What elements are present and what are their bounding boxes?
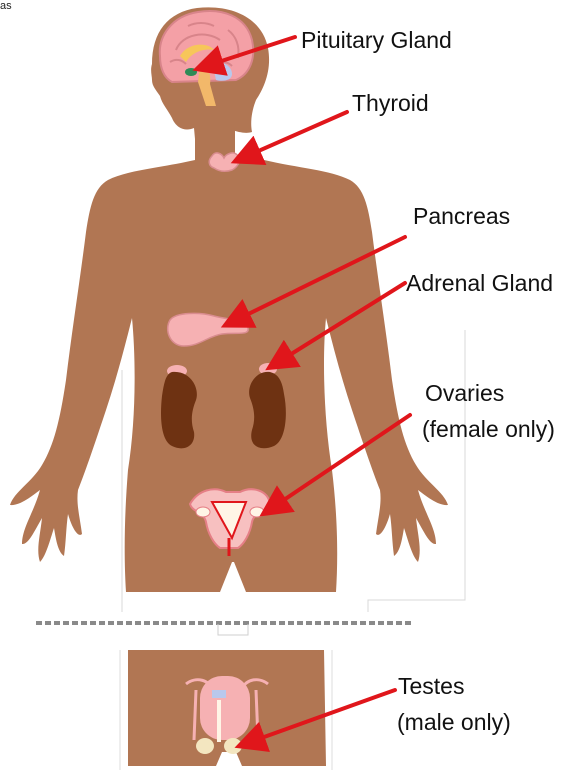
kidney-right bbox=[249, 372, 286, 448]
kidney-left bbox=[161, 372, 197, 448]
testis-left bbox=[196, 738, 214, 754]
label-testes: Testes bbox=[398, 673, 464, 699]
divider-notch bbox=[218, 624, 248, 635]
label-adrenal-gland: Adrenal Gland bbox=[406, 270, 553, 296]
corner-text: as bbox=[0, 0, 12, 12]
label-ovaries-note: (female only) bbox=[422, 416, 555, 442]
ovary-right bbox=[250, 507, 264, 517]
testis-right bbox=[224, 738, 242, 754]
pituitary-gland bbox=[185, 68, 197, 76]
label-pituitary-gland: Pituitary Gland bbox=[301, 27, 452, 53]
label-ovaries: Ovaries bbox=[425, 380, 504, 406]
arrow-thyroid bbox=[238, 112, 347, 160]
label-testes-note: (male only) bbox=[397, 709, 511, 735]
label-thyroid: Thyroid bbox=[352, 90, 429, 116]
ovary-left bbox=[196, 507, 210, 517]
label-pancreas: Pancreas bbox=[413, 203, 510, 229]
